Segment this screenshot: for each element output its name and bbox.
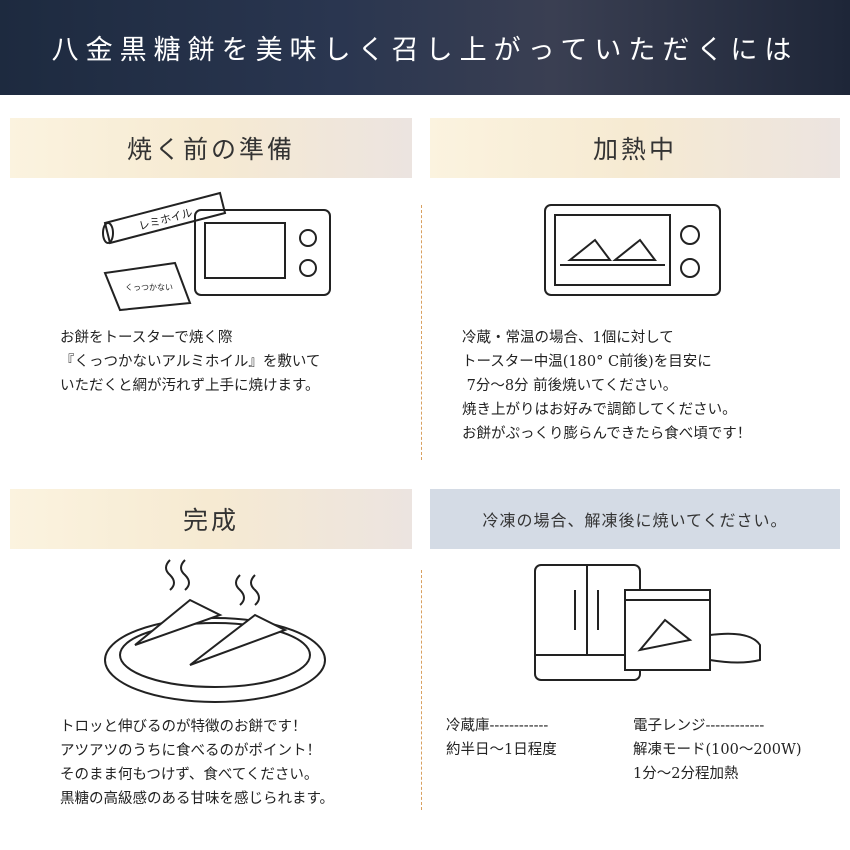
toaster-and-foil-illustration: レミホイル くっつかない xyxy=(102,191,331,312)
section-heading-heating: 加熱中 xyxy=(430,118,840,178)
heating-text: 冷蔵・常温の場合、1個に対してトースター中温(180° C前後)を目安に 7分～… xyxy=(462,330,752,442)
done-text: トロッと伸びるのが特徴のお餅です！アツアツのうちに食べるのがポイント！そのまま何… xyxy=(60,719,335,807)
divider xyxy=(421,205,422,460)
section-heading-done: 完成 xyxy=(10,489,412,549)
section-heading-prep: 焼く前の準備 xyxy=(10,118,412,178)
prep-text: お餅をトースターで焼く際『くっつかないアルミホイル』を敷いていただくと網が汚れず… xyxy=(60,330,321,394)
toaster-illustration xyxy=(544,204,721,296)
section-heading-frozen: 冷凍の場合、解凍後に焼いてください。 xyxy=(430,489,840,549)
sheet-label: くっつかない xyxy=(125,283,173,292)
divider xyxy=(421,570,422,810)
page-title: 八金黒糖餅を美味しく召し上がっていただくには xyxy=(51,35,799,66)
fridge-and-bag-illustration xyxy=(534,564,761,681)
fridge-info: 冷蔵庫------------約半日～1日程度 xyxy=(446,718,557,758)
mochi-plate-illustration xyxy=(104,559,326,703)
microwave-info: 電子レンジ------------解凍モード(100～200W)1分～2分程加熱 xyxy=(633,718,802,782)
title-banner: 八金黒糖餅を美味しく召し上がっていただくには xyxy=(0,0,850,95)
